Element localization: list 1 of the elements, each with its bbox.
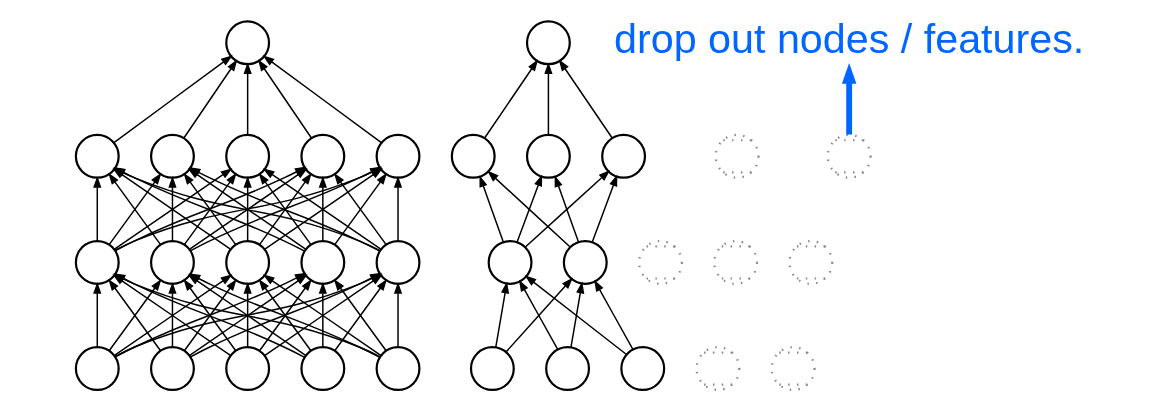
node-text: drop out nodes / features. <box>613 15 1084 62</box>
